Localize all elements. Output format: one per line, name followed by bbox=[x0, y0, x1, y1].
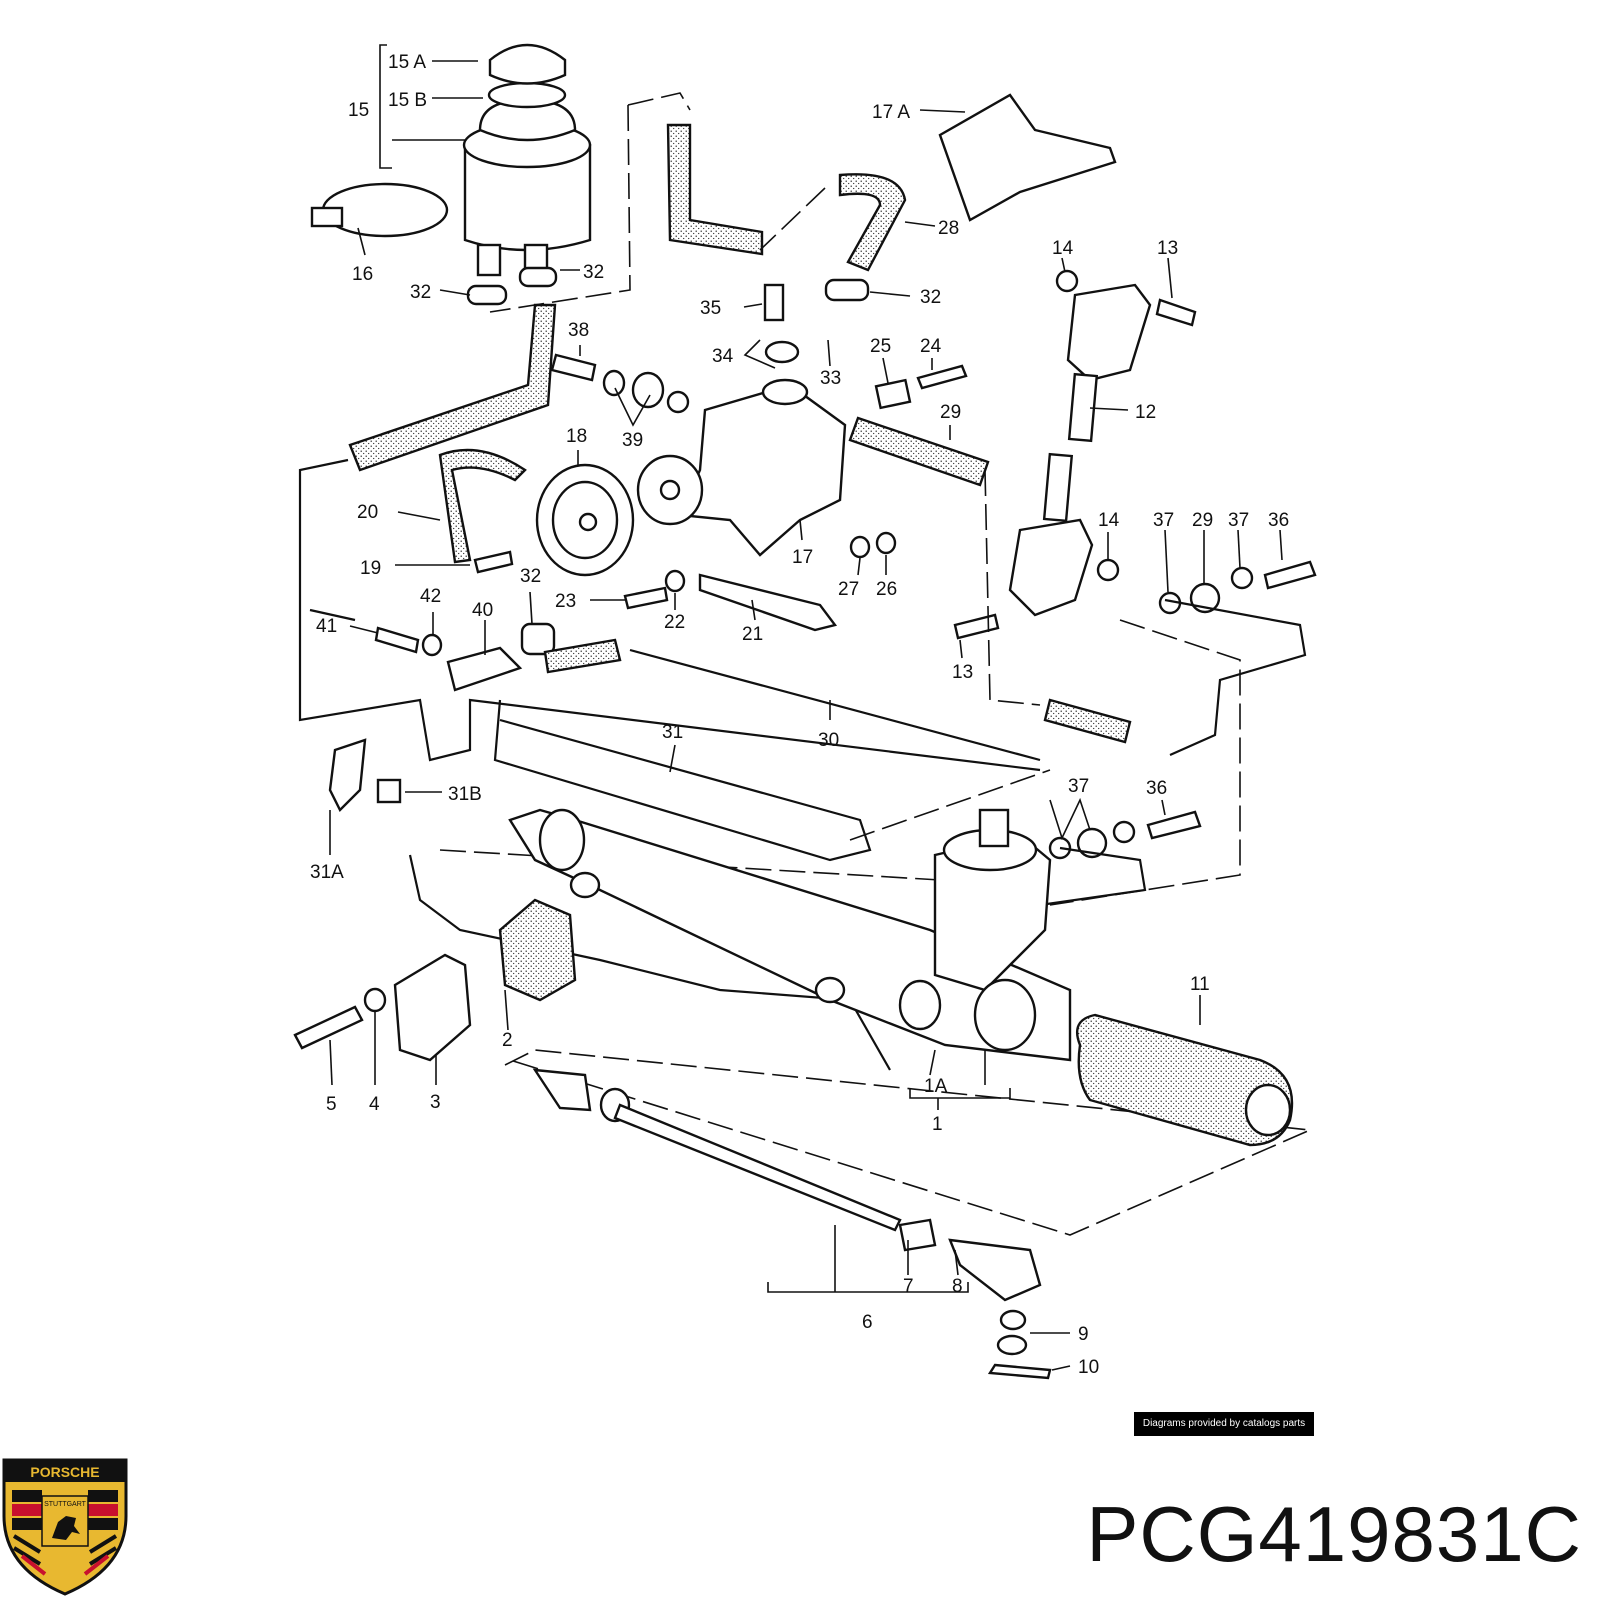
leader-lines bbox=[329, 44, 1283, 1371]
callout-34: 34 bbox=[712, 346, 734, 367]
callout-37-c: 37 bbox=[1068, 776, 1089, 797]
callout-19: 19 bbox=[360, 558, 381, 579]
callout-36-b: 36 bbox=[1146, 778, 1167, 799]
callout-32-b: 32 bbox=[583, 262, 604, 283]
dashed-guides bbox=[439, 92, 1314, 1236]
callout-7: 7 bbox=[903, 1276, 914, 1297]
callout-31b: 31B bbox=[448, 784, 482, 805]
callout-38: 38 bbox=[568, 320, 589, 341]
callout-40: 40 bbox=[472, 600, 493, 621]
logo-text-mid: STUTTGART bbox=[44, 1501, 87, 1508]
hose-right bbox=[1043, 698, 1132, 744]
callout-25: 25 bbox=[870, 336, 891, 357]
callout-23: 23 bbox=[555, 591, 576, 612]
callout-6: 6 bbox=[862, 1312, 873, 1333]
callout-2: 2 bbox=[502, 1030, 513, 1051]
power-steering-pump bbox=[636, 378, 847, 557]
callout-30: 30 bbox=[818, 730, 839, 751]
callout-33: 33 bbox=[820, 368, 841, 389]
reservoir bbox=[462, 43, 592, 277]
callout-37-a: 37 bbox=[1153, 510, 1174, 531]
bracket-17a bbox=[938, 93, 1117, 222]
part-number-title: PCG419831C bbox=[1086, 1490, 1582, 1578]
callout-42: 42 bbox=[420, 586, 441, 607]
callout-16: 16 bbox=[352, 264, 373, 285]
callout-9: 9 bbox=[1078, 1324, 1089, 1345]
mount-parts bbox=[293, 898, 577, 1062]
callout-32-a: 32 bbox=[410, 282, 431, 303]
callout-32-d: 32 bbox=[520, 566, 541, 587]
callout-28: 28 bbox=[938, 218, 959, 239]
callout-14: 14 bbox=[1052, 238, 1074, 259]
porsche-crest-logo: PORSCHE STUTTGART bbox=[2, 1458, 128, 1596]
callout-5: 5 bbox=[326, 1094, 337, 1115]
callout-10: 10 bbox=[1078, 1357, 1099, 1378]
callout-1a: 1A bbox=[924, 1076, 948, 1097]
hose-upper-left bbox=[348, 303, 557, 472]
callout-39: 39 bbox=[622, 430, 643, 451]
tie-rod-6 bbox=[532, 1068, 1052, 1380]
callout-8: 8 bbox=[952, 1276, 963, 1297]
callout-31: 31 bbox=[662, 722, 683, 743]
callout-labels: 15 A 15 B 15 16 32 32 17 A 28 32 35 34 3… bbox=[310, 52, 1289, 1378]
callout-1: 1 bbox=[932, 1114, 943, 1135]
callout-22: 22 bbox=[664, 612, 685, 633]
callout-35: 35 bbox=[700, 298, 721, 319]
bellows-11 bbox=[1075, 1013, 1294, 1147]
logo-text-top: PORSCHE bbox=[30, 1464, 99, 1480]
callout-15a: 15 A bbox=[388, 52, 426, 73]
callout-12: 12 bbox=[1135, 402, 1156, 423]
callout-3: 3 bbox=[430, 1092, 441, 1113]
fittings bbox=[328, 269, 1317, 860]
callout-17: 17 bbox=[792, 547, 813, 568]
bracket-40 bbox=[446, 646, 523, 692]
callout-14-b: 14 bbox=[1098, 510, 1120, 531]
hose-29 bbox=[848, 416, 990, 487]
callout-29-b: 29 bbox=[1192, 510, 1213, 531]
callout-11: 11 bbox=[1190, 974, 1210, 995]
callout-24: 24 bbox=[920, 336, 942, 357]
callout-20: 20 bbox=[357, 502, 378, 523]
callout-29: 29 bbox=[940, 402, 961, 423]
adjuster-21 bbox=[698, 573, 838, 632]
hose-28 bbox=[838, 173, 907, 272]
hose-clamp-16 bbox=[310, 182, 449, 238]
pulley-18 bbox=[535, 463, 635, 577]
callout-17a: 17 A bbox=[872, 102, 910, 123]
clamp-32 bbox=[466, 266, 870, 656]
callout-15b: 15 B bbox=[388, 90, 427, 111]
steering-shaft-12 bbox=[1008, 283, 1152, 617]
callout-21: 21 bbox=[742, 624, 763, 645]
callout-41: 41 bbox=[316, 616, 337, 637]
callout-36-a: 36 bbox=[1268, 510, 1289, 531]
callout-32-c: 32 bbox=[920, 287, 941, 308]
callout-37-b: 37 bbox=[1228, 510, 1249, 531]
callout-15: 15 bbox=[348, 100, 369, 121]
callout-13: 13 bbox=[1157, 238, 1178, 259]
hose-20 bbox=[438, 448, 527, 564]
diagram-credit-badge: Diagrams provided by catalogs parts bbox=[1134, 1412, 1314, 1436]
hose-30 bbox=[543, 638, 622, 674]
callout-4: 4 bbox=[369, 1094, 380, 1115]
callout-27: 27 bbox=[838, 579, 859, 600]
callout-26: 26 bbox=[876, 579, 897, 600]
callout-31a: 31A bbox=[310, 862, 344, 883]
callout-18: 18 bbox=[566, 426, 587, 447]
steering-rack bbox=[508, 808, 1072, 1062]
steering-parts-diagram: 15 A 15 B 15 16 32 32 17 A 28 32 35 34 3… bbox=[293, 43, 1317, 1380]
callout-13-b: 13 bbox=[952, 662, 973, 683]
hose-28-upper bbox=[666, 123, 764, 256]
